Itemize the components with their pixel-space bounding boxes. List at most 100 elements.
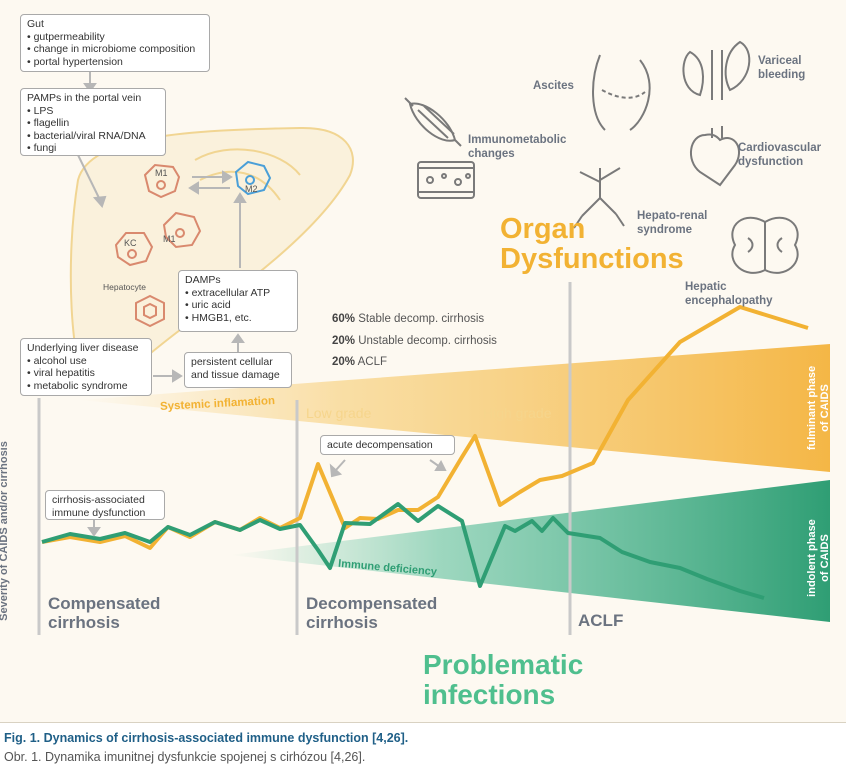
pamps-item: bacterial/viral RNA/DNA xyxy=(27,130,159,143)
fulminant-phase-label: fulminant phase of CAIDS xyxy=(806,353,832,463)
label-variceal-2: bleeding xyxy=(758,69,806,81)
damps-item: uric acid xyxy=(185,299,291,312)
caption-title: Fig. 1. Dynamics of cirrhosis-associated… xyxy=(4,731,409,745)
stat-pct-2: 20% xyxy=(332,335,356,347)
low-grade-label: Low grade xyxy=(306,405,372,421)
fulminant-line1: fulminant phase xyxy=(806,365,818,451)
label-ascites: Ascites xyxy=(533,80,574,92)
damps-item: HMGB1, etc. xyxy=(185,312,291,325)
hepatocyte-icon xyxy=(135,294,165,328)
label-cardio-1: Cardiovascular xyxy=(738,142,822,154)
label-cardiovascular: Cardiovascular dysfunction xyxy=(738,141,821,169)
brain-icon xyxy=(731,216,799,274)
caption-subtitle: Obr. 1. Dynamika imunitnej dysfunkcie sp… xyxy=(4,750,366,764)
immune-curve xyxy=(41,502,765,600)
label-immuno-1: Immunometabolic xyxy=(468,134,567,146)
m1-macrophage-a xyxy=(143,163,181,199)
kidney-tree-icon xyxy=(573,167,625,229)
gut-box-title: Gut xyxy=(27,18,44,30)
phase-decompensated: Decompensated cirrhosis xyxy=(306,594,437,632)
cirrhosis-dysfunction-line1: cirrhosis-associated xyxy=(52,494,145,506)
damps-box: DAMPs extracellular ATP uric acid HMGB1,… xyxy=(178,270,298,332)
pamps-item: flagellin xyxy=(27,117,159,130)
stat-label-3: ACLF xyxy=(357,356,387,368)
cirrhosis-dysfunction-line2: immune dysfunction xyxy=(52,506,146,519)
m1-macrophage-b xyxy=(162,211,202,249)
label-variceal: Variceal bleeding xyxy=(758,54,805,82)
phase-decompensated-1: Decompensated xyxy=(306,594,438,613)
cell-label-m1-b: M1 xyxy=(163,234,176,244)
kupffer-cell xyxy=(114,232,154,267)
cell-label-m1-a: M1 xyxy=(155,168,168,178)
heart-icon xyxy=(690,126,740,187)
phase-compensated-1: Compensated xyxy=(48,594,161,613)
stat-label-1: Stable decomp. cirrhosis xyxy=(358,313,485,325)
acute-decompensation-box: acute decompensation xyxy=(320,435,455,455)
intestine-icon xyxy=(417,161,475,199)
stat-pct-3: 20% xyxy=(332,356,356,368)
acute-decompensation-text: acute decompensation xyxy=(327,439,433,451)
liver-vessel xyxy=(194,148,301,201)
phase-aclf: ACLF xyxy=(578,611,624,630)
problematic-infections-heading: Problematic infections xyxy=(423,650,583,710)
gut-item: change in microbiome composition xyxy=(27,43,203,56)
arrows xyxy=(77,72,447,537)
indolent-line2: of CAIDS xyxy=(819,534,831,582)
cirrhosis-dysfunction-box: cirrhosis-associated immune dysfunction xyxy=(45,490,165,520)
phase-compensated-2: cirrhosis xyxy=(48,613,120,632)
liver-disease-item: alcohol use xyxy=(27,355,145,368)
organ-dysfunctions-line1: Organ xyxy=(500,213,586,245)
systemic-inflammation-wedge xyxy=(80,344,830,472)
liver-kidney-icon xyxy=(682,40,751,100)
gut-item: portal hypertension xyxy=(27,56,203,69)
fulminant-line2: of CAIDS xyxy=(819,384,831,432)
pamps-item: fungi xyxy=(27,142,159,155)
liver-disease-item: metabolic syndrome xyxy=(27,380,145,393)
stat-row-3: 20% ACLF xyxy=(332,356,387,368)
y-axis-label: Severity of CAIDS and/or cirrhosis xyxy=(0,441,10,621)
problematic-infections-line1: Problematic xyxy=(423,649,584,680)
gut-item: gutpermeability xyxy=(27,31,203,44)
label-immunometabolic: Immunometabolic changes xyxy=(468,133,566,161)
indolent-line1: indolent phase xyxy=(806,519,818,597)
high-grade-label: High grade xyxy=(483,405,552,421)
cell-label-hepatocyte: Hepatocyte xyxy=(103,282,146,292)
stat-row-1: 60% Stable decomp. cirrhosis xyxy=(332,313,484,325)
label-encephalopathy: Hepatic encephalopathy xyxy=(685,280,773,308)
label-renal-2: syndrome xyxy=(637,224,692,236)
label-cardio-2: dysfunction xyxy=(738,156,804,168)
liver-disease-item: viral hepatitis xyxy=(27,367,145,380)
organ-dysfunctions-line2: Dysfunctions xyxy=(500,243,684,275)
ascites-abdomen-icon xyxy=(592,54,651,131)
label-enceph-1: Hepatic xyxy=(685,281,727,293)
stat-row-2: 20% Unstable decomp. cirrhosis xyxy=(332,335,497,347)
phase-compensated: Compensated cirrhosis xyxy=(48,594,160,632)
damps-box-title: DAMPs xyxy=(185,274,221,286)
cell-label-kc: KC xyxy=(124,238,137,248)
phase-decompensated-2: cirrhosis xyxy=(306,613,378,632)
liver-disease-box: Underlying liver disease alcohol use vir… xyxy=(20,338,152,396)
muscle-icon xyxy=(404,97,462,147)
label-hepatorenal: Hepato-renal syndrome xyxy=(637,209,707,237)
label-immuno-2: changes xyxy=(468,148,515,160)
stat-label-2: Unstable decomp. cirrhosis xyxy=(358,335,497,347)
label-variceal-1: Variceal xyxy=(758,55,802,67)
gut-box: Gut gutpermeability change in microbiome… xyxy=(20,14,210,72)
label-renal-1: Hepato-renal xyxy=(637,210,708,222)
indolent-phase-label: indolent phase of CAIDS xyxy=(806,503,832,613)
tissue-damage-box: persistent cellular and tissue damage xyxy=(184,352,292,388)
label-enceph-2: encephalopathy xyxy=(685,295,773,307)
liver-disease-title: Underlying liver disease xyxy=(27,342,139,354)
organ-dysfunctions-heading: Organ Dysfunctions xyxy=(500,214,684,274)
immune-deficiency-wedge xyxy=(230,480,830,622)
diagram-graphics xyxy=(37,40,830,635)
pamps-item: LPS xyxy=(27,105,159,118)
pamps-box-title: PAMPs in the portal vein xyxy=(27,92,142,104)
stat-pct-1: 60% xyxy=(332,313,356,325)
m2-macrophage xyxy=(234,160,272,196)
damps-item: extracellular ATP xyxy=(185,287,291,300)
pamps-box: PAMPs in the portal vein LPS flagellin b… xyxy=(20,88,166,156)
tissue-damage-text: persistent cellular and tissue damage xyxy=(191,356,280,381)
problematic-infections-line2: infections xyxy=(423,679,556,710)
cell-label-m2: M2 xyxy=(245,184,258,194)
